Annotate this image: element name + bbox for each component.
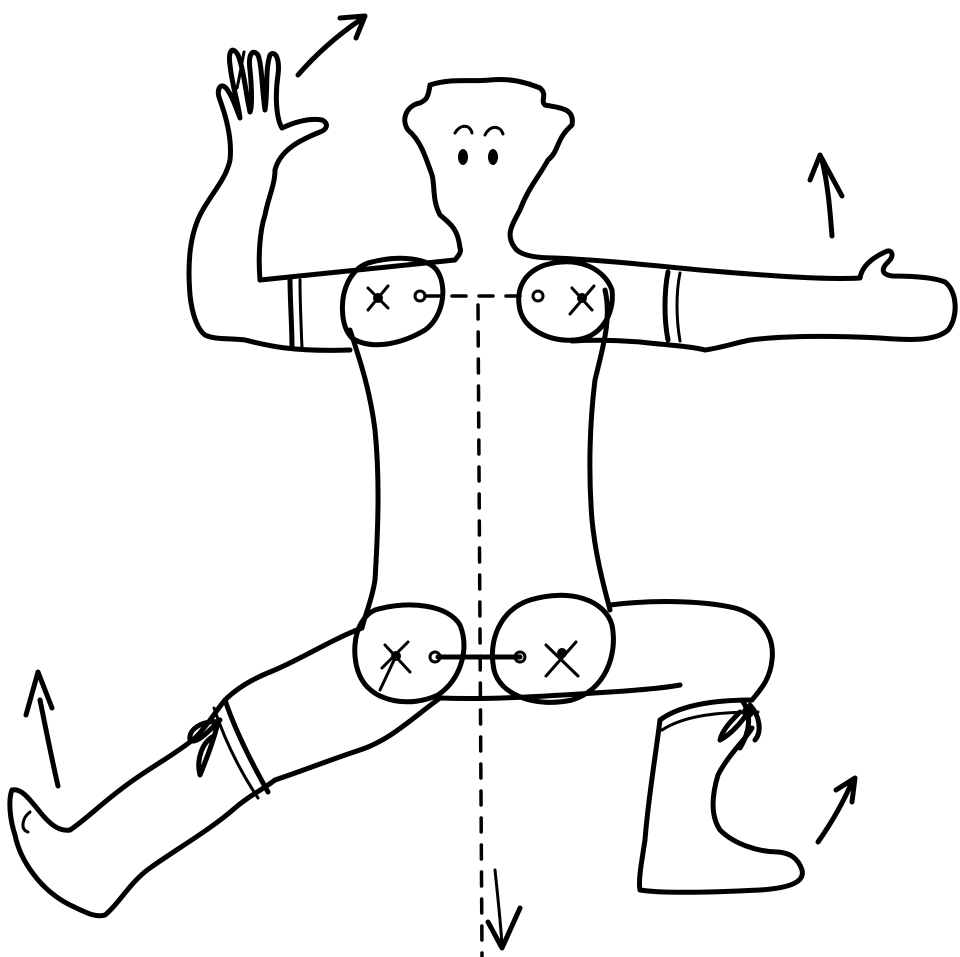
right-shoulder-disc (519, 262, 613, 340)
motion-arrow-down (488, 870, 520, 948)
head (260, 79, 572, 280)
left-leg (10, 628, 440, 916)
motion-arrow-lower-left (26, 672, 58, 786)
center-axis (478, 305, 482, 957)
motion-arrow-lower-right (818, 778, 855, 842)
left-shoulder-disc (342, 258, 442, 344)
left-hip-disc (355, 605, 464, 702)
right-arm (555, 251, 955, 350)
motion-arrow-upper-left (298, 16, 365, 75)
motion-arrow-upper-right (810, 155, 842, 236)
left-arm (189, 50, 350, 350)
right-hip-disc (493, 595, 614, 702)
